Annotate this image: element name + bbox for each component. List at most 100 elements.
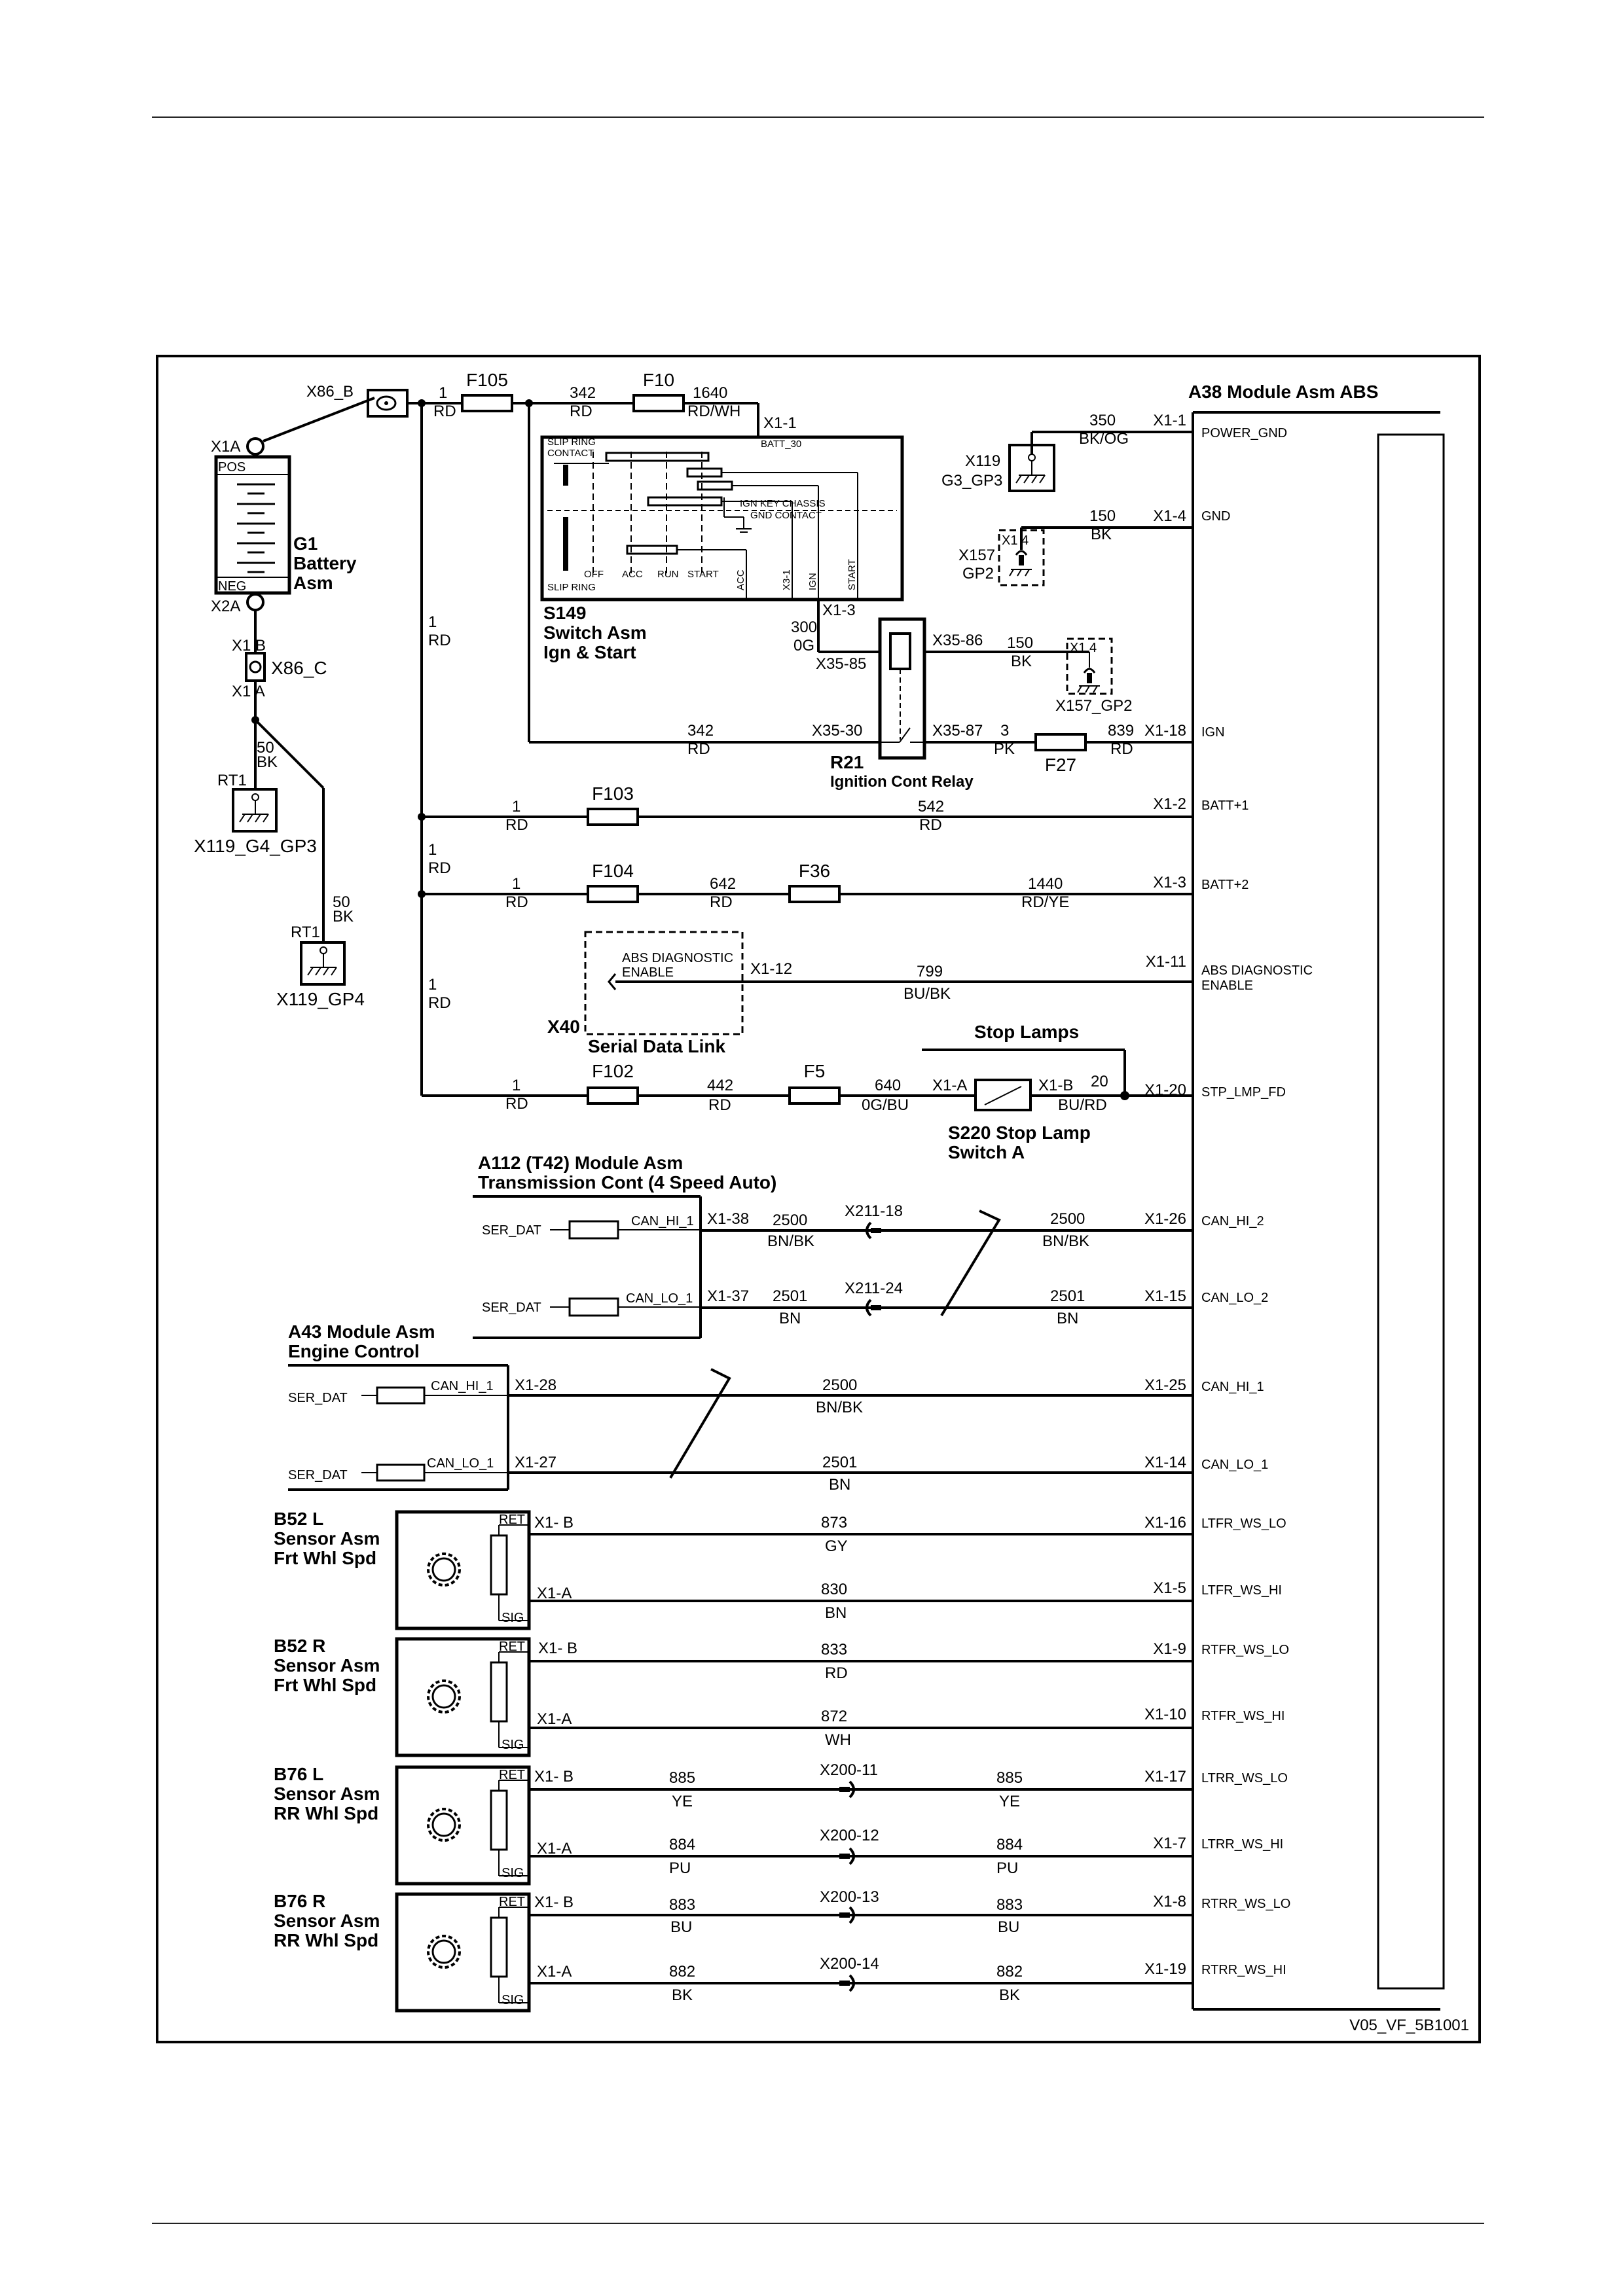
g4-gp3-circuit: 50 (257, 739, 274, 757)
sensor-b76-l-pin-b: X1- B (534, 1768, 574, 1785)
w2500a-color: BN/BK (767, 1232, 814, 1250)
w542-circuit: 542 (918, 798, 944, 816)
w839-color: RD (1110, 740, 1133, 758)
pin-x1-16: X1-16 (1144, 1514, 1186, 1532)
pin-signal-ign: IGN (1201, 725, 1225, 740)
w2500b-circuit: 2500 (1050, 1210, 1085, 1228)
battery-t2: X2A (211, 598, 240, 615)
fuse-f102 (587, 1086, 639, 1105)
w642-circuit: 642 (710, 875, 736, 893)
s220-name-1: S220 Stop Lamp (948, 1122, 1091, 1143)
w3-circuit: 3 (1000, 722, 1009, 740)
s149-ign-key-2: GND CONTACT (750, 510, 822, 521)
pin-x1-15: X1-15 (1144, 1287, 1186, 1305)
s149-slip-ring: SLIP RING (547, 582, 596, 593)
a43-pin-lo: X1-27 (515, 1454, 556, 1471)
ground-g3-gp3 (1008, 431, 1193, 492)
s149-out-start: START (847, 559, 858, 590)
f104a-color: RD (505, 893, 528, 911)
x200-14-label: X200-14 (820, 1955, 879, 1973)
vert1a-circuit: 1 (428, 613, 437, 631)
diagram-frame (156, 355, 1481, 2043)
w2500a-circuit: 2500 (773, 1211, 807, 1229)
battery-name-3: Asm (293, 573, 333, 593)
footer-rule (152, 2223, 1484, 2224)
w442-circuit: 442 (707, 1077, 733, 1094)
w342b-color: RD (687, 740, 710, 758)
pin-x1-11: X1-11 (1146, 953, 1186, 971)
x86-c-top: X1 B (232, 637, 266, 655)
fuse-f102-label: F102 (592, 1061, 634, 1081)
g3-gp3-label-2: G3_GP3 (941, 472, 1002, 490)
stop-lamp-switch-s220 (974, 1079, 1032, 1111)
x86-c-bottom: X1 A (232, 683, 265, 700)
f102a-circuit: 1 (512, 1077, 520, 1094)
ground-x157-gp2 (1066, 637, 1113, 695)
x40-inner-2: ENABLE (622, 965, 674, 980)
a112-ser-dat-lo: SER_DAT (482, 1300, 541, 1315)
pin-x1-5: X1-5 (1153, 1579, 1186, 1597)
s220-name-2: Switch A (948, 1142, 1025, 1162)
fuse-f10-label: F10 (643, 370, 674, 390)
pin-x1-10: X1-10 (1144, 1706, 1186, 1723)
s149-out-x3-1: X3-1 (781, 569, 792, 590)
w830-circuit: 830 (821, 1581, 847, 1598)
x211-24-label: X211-24 (845, 1280, 903, 1297)
s149-name-2: Switch Asm (543, 622, 647, 643)
sensor-b76-r (395, 1892, 531, 2013)
f103a-circuit: 1 (512, 798, 520, 816)
w442-color: RD (708, 1096, 731, 1114)
pin-signal-abs-diag-1: ABS DIAGNOSTIC (1201, 963, 1313, 978)
w542-color: RD (919, 816, 942, 834)
w300-color: 0G (793, 637, 814, 655)
sensor-b52-r-pin-a: X1-A (537, 1710, 572, 1728)
connector-x211-18 (866, 1221, 881, 1240)
pin-x1-8: X1-8 (1153, 1893, 1186, 1910)
sensor-b52-r-name-2: Sensor Asm (274, 1655, 380, 1676)
w1640-color: RD/WH (687, 403, 740, 420)
w830-color: BN (825, 1604, 847, 1622)
w1440-circuit: 1440 (1028, 875, 1063, 893)
w2501a-color: BN (779, 1310, 801, 1327)
gp4-circuit: 50 (333, 893, 350, 911)
w150b-circuit: 150 (1007, 634, 1033, 652)
a43-pin-hi: X1-28 (515, 1376, 556, 1394)
w350-circuit: 350 (1089, 412, 1116, 429)
w884b-circuit: 884 (996, 1836, 1023, 1854)
x157-gp2-label: X157_GP2 (1055, 697, 1132, 715)
s149-ign-key-1: IGN KEY CHASSIS (740, 498, 826, 509)
s149-out-ign: IGN (807, 573, 818, 590)
x211-18-label: X211-18 (845, 1202, 903, 1220)
w799-color: BU/BK (903, 985, 951, 1003)
w2500c-color: BN/BK (816, 1399, 863, 1416)
g4-gp3-label: X119_G4_GP3 (194, 836, 317, 856)
a112-can-lo: CAN_LO_1 (626, 1291, 693, 1306)
vert1a-color: RD (428, 632, 451, 649)
ignition-relay-r21 (878, 617, 926, 760)
w883a-circuit: 883 (669, 1896, 695, 1914)
sensor-b76-l-ret: RET (499, 1768, 525, 1782)
w882a-color: BK (672, 1986, 693, 2004)
pin-signal-ltrr-hi: LTRR_WS_HI (1201, 1837, 1283, 1852)
a43-ser-dat-hi: SER_DAT (288, 1391, 348, 1405)
a43-name-1: A43 Module Asm (288, 1321, 435, 1342)
sensor-b76-r-name-1: B76 R (274, 1891, 325, 1911)
sensor-b52-r-ret: RET (499, 1640, 525, 1654)
ground-x157-gp2-b (998, 529, 1045, 586)
w883a-color: BU (670, 1918, 692, 1936)
sensor-b52-l-sig: SIG (501, 1611, 524, 1625)
pin-signal-rtfr-lo: RTFR_WS_LO (1201, 1643, 1289, 1657)
gp2-label-2: GP2 (962, 565, 994, 583)
w640-color: 0G/BU (862, 1096, 909, 1114)
s149-name-3: Ign & Start (543, 642, 636, 662)
w873-color: GY (825, 1537, 848, 1555)
pin-x1-17: X1-17 (1144, 1768, 1186, 1785)
b1-color: RD (433, 403, 456, 420)
w883b-color: BU (998, 1918, 1019, 1936)
a112-pin-hi: X1-38 (707, 1210, 749, 1228)
x200-12-label: X200-12 (820, 1827, 879, 1844)
abs-module: A38 Module Asm ABS (1188, 382, 1445, 2011)
pin-signal-can-lo-1: CAN_LO_1 (1201, 1458, 1268, 1472)
r21-pin-30: X35-30 (812, 722, 862, 740)
vert1b-circuit: 1 (428, 841, 437, 859)
